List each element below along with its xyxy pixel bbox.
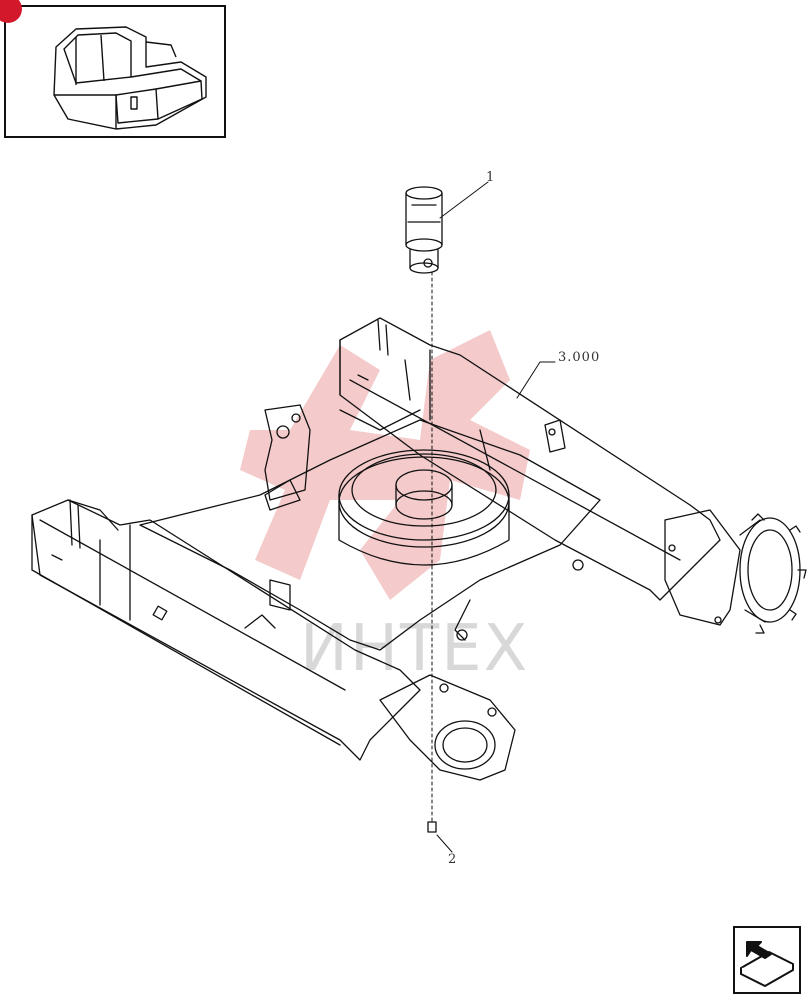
idler-housing xyxy=(379,674,516,781)
slewing-ring xyxy=(338,449,510,566)
drive-sprocket xyxy=(664,509,807,634)
callout-part-1: 1 xyxy=(486,170,496,185)
swivel-joint-part-1 xyxy=(405,186,443,274)
callout-ref-3000: 3.000 xyxy=(558,350,601,365)
page-marker-dot xyxy=(0,0,22,23)
callout-part-2: 2 xyxy=(448,852,458,867)
center-frame xyxy=(139,404,601,651)
bolt-part-2 xyxy=(427,821,437,833)
next-page-button[interactable] xyxy=(733,926,801,994)
next-page-arrow-icon xyxy=(740,941,794,987)
excavator-cab-thumbnail-icon xyxy=(53,26,207,130)
location-thumbnail xyxy=(0,0,226,138)
right-track-frame xyxy=(339,317,721,601)
left-track-frame xyxy=(31,499,421,761)
